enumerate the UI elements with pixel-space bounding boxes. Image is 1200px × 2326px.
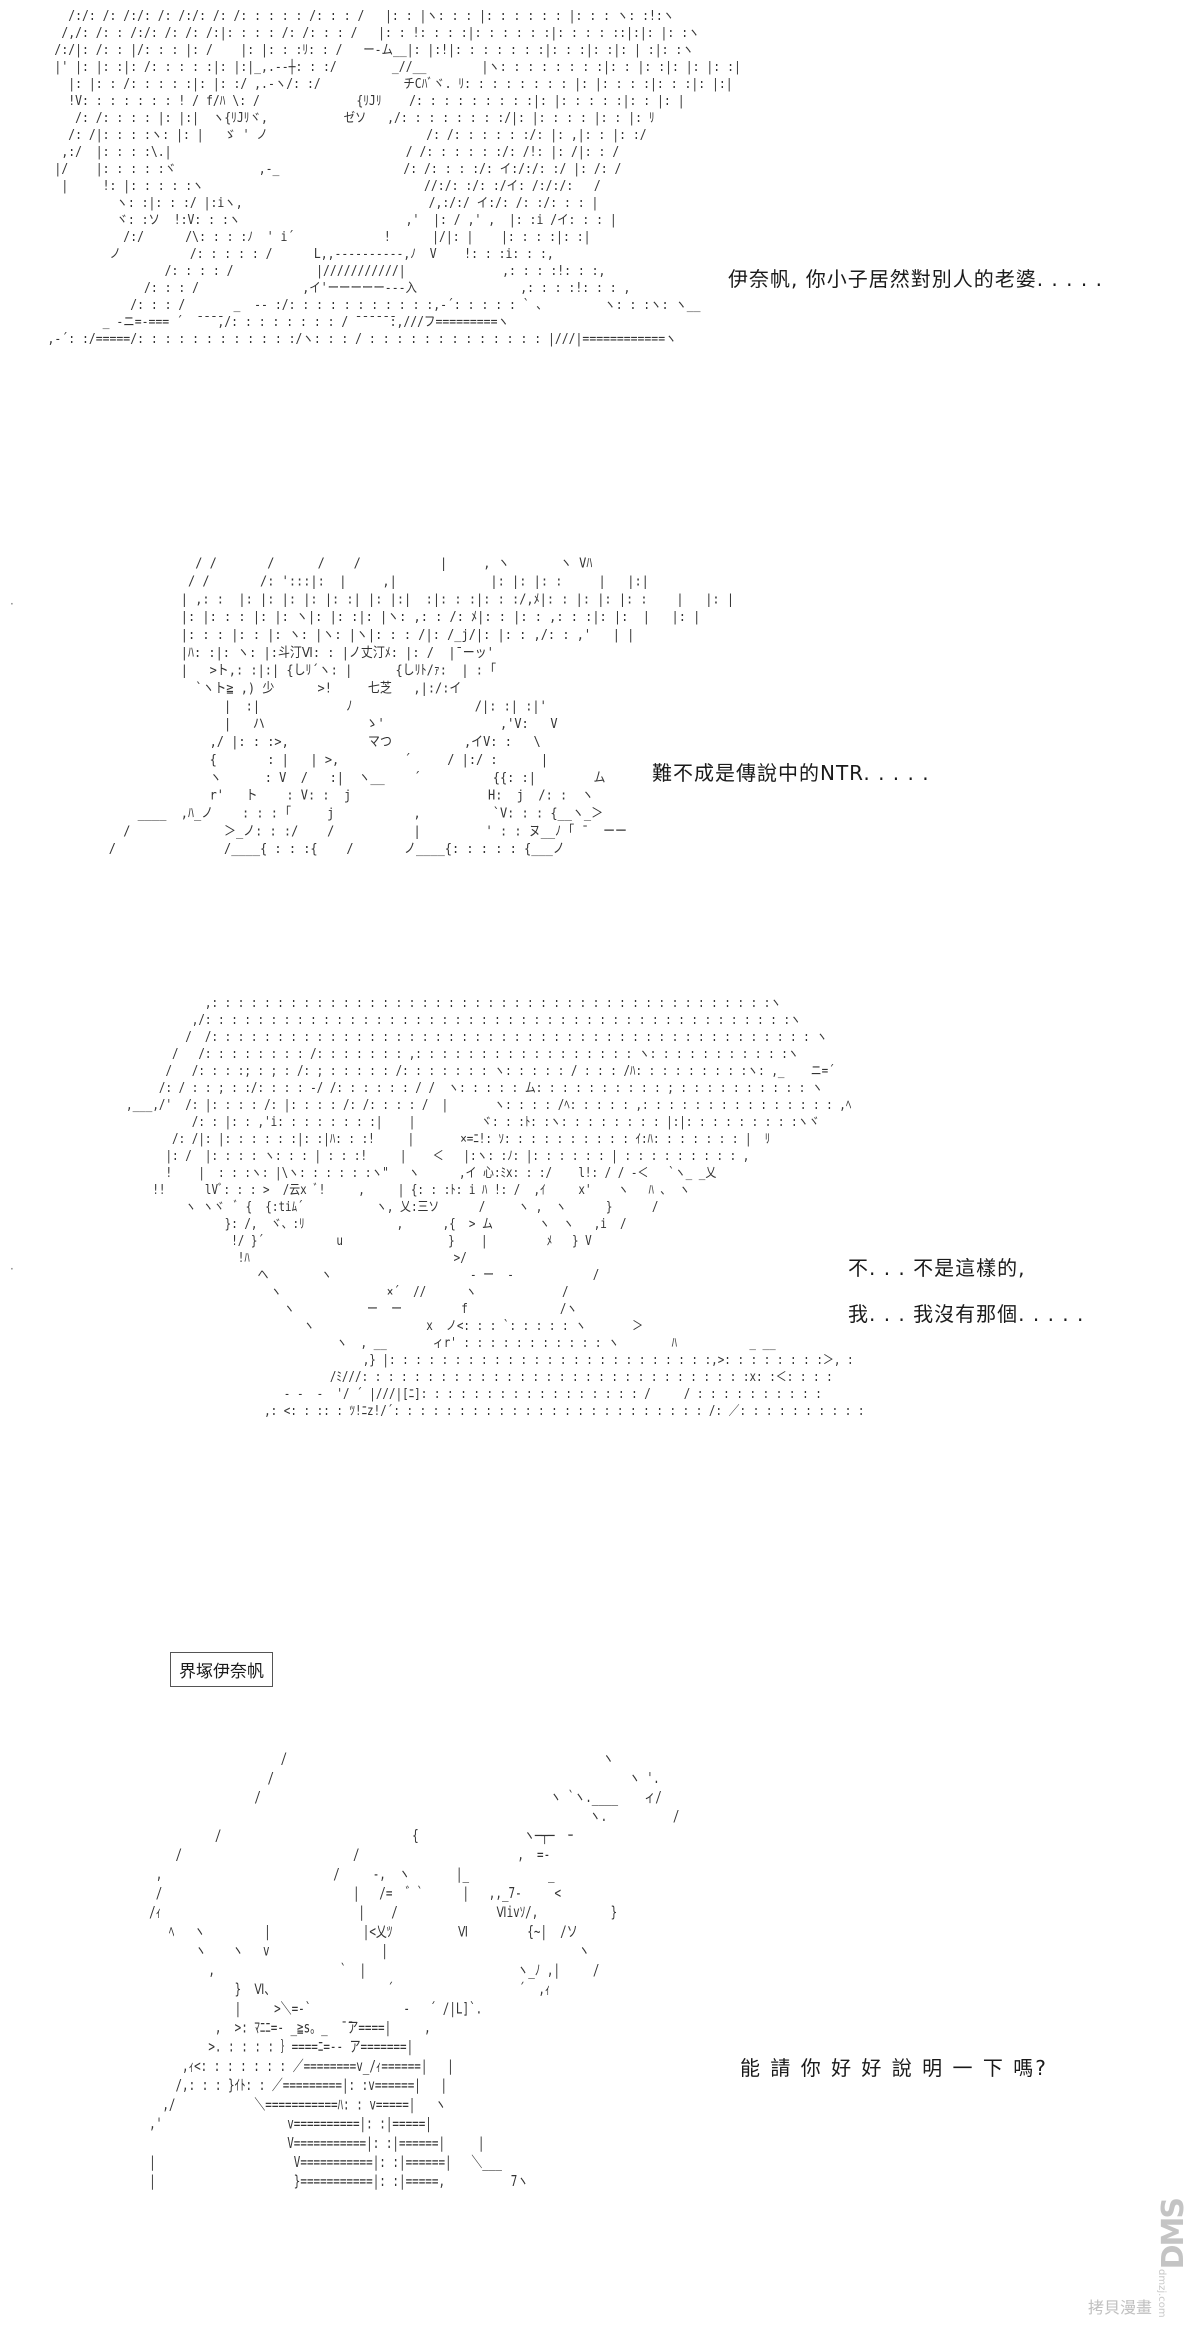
ascii-art-two-characters: / / / / / | , ヽ ヽ Vﾊ / / /: ':::|: | ,| … — [108, 556, 735, 858]
site-watermark: DMS dmzj.com 拷貝漫畫 — [1088, 2198, 1192, 2318]
dialogue-line-2: 我. . . 我沒有那個. . . . . — [848, 1302, 1085, 1326]
dialogue-line: 難不成是傳說中的NTR. . . . . — [652, 761, 930, 785]
speaker-name-box: 界塚伊奈帆 — [170, 1652, 273, 1687]
watermark-site: dmzj.com — [1156, 2269, 1167, 2318]
panel-2: / / / / / | , ヽ ヽ Vﾊ / / /: ':::|: | ,| … — [0, 545, 1200, 965]
dialogue-line: 伊奈帆, 你小子居然對別人的老婆. . . . . — [728, 267, 1103, 291]
panel-3: ,: : : : : : : : : : : : : : : : : : : :… — [0, 990, 1200, 1610]
watermark-logo: DMS — [1156, 2198, 1191, 2270]
stray-mark: · — [10, 1262, 14, 1276]
panel-1: /:/: /: /:/: /: /:/: /: /: : : : : /: : … — [0, 0, 1200, 360]
ascii-art-inaho-closeup: / ヽ / ヽ '. / — [149, 1751, 680, 2191]
dialogue-line: 能 請 你 好 好 說 明 一 下 嗎? — [740, 2056, 1048, 2080]
stray-mark: · — [10, 597, 14, 611]
dialogue-line-1: 不. . . 不是這樣的, — [848, 1256, 1026, 1280]
ascii-art-flustered-character: ,: : : : : : : : : : : : : : : : : : : :… — [126, 996, 865, 1419]
panel-4: 界塚伊奈帆 / ヽ / ヽ '. — [0, 1640, 1200, 2326]
watermark-caption: 拷貝漫畫 — [1087, 2298, 1152, 2317]
ascii-art-inaho-and-companion: /:/: /: /:/: /: /:/: /: /: : : : : /: : … — [47, 9, 741, 347]
